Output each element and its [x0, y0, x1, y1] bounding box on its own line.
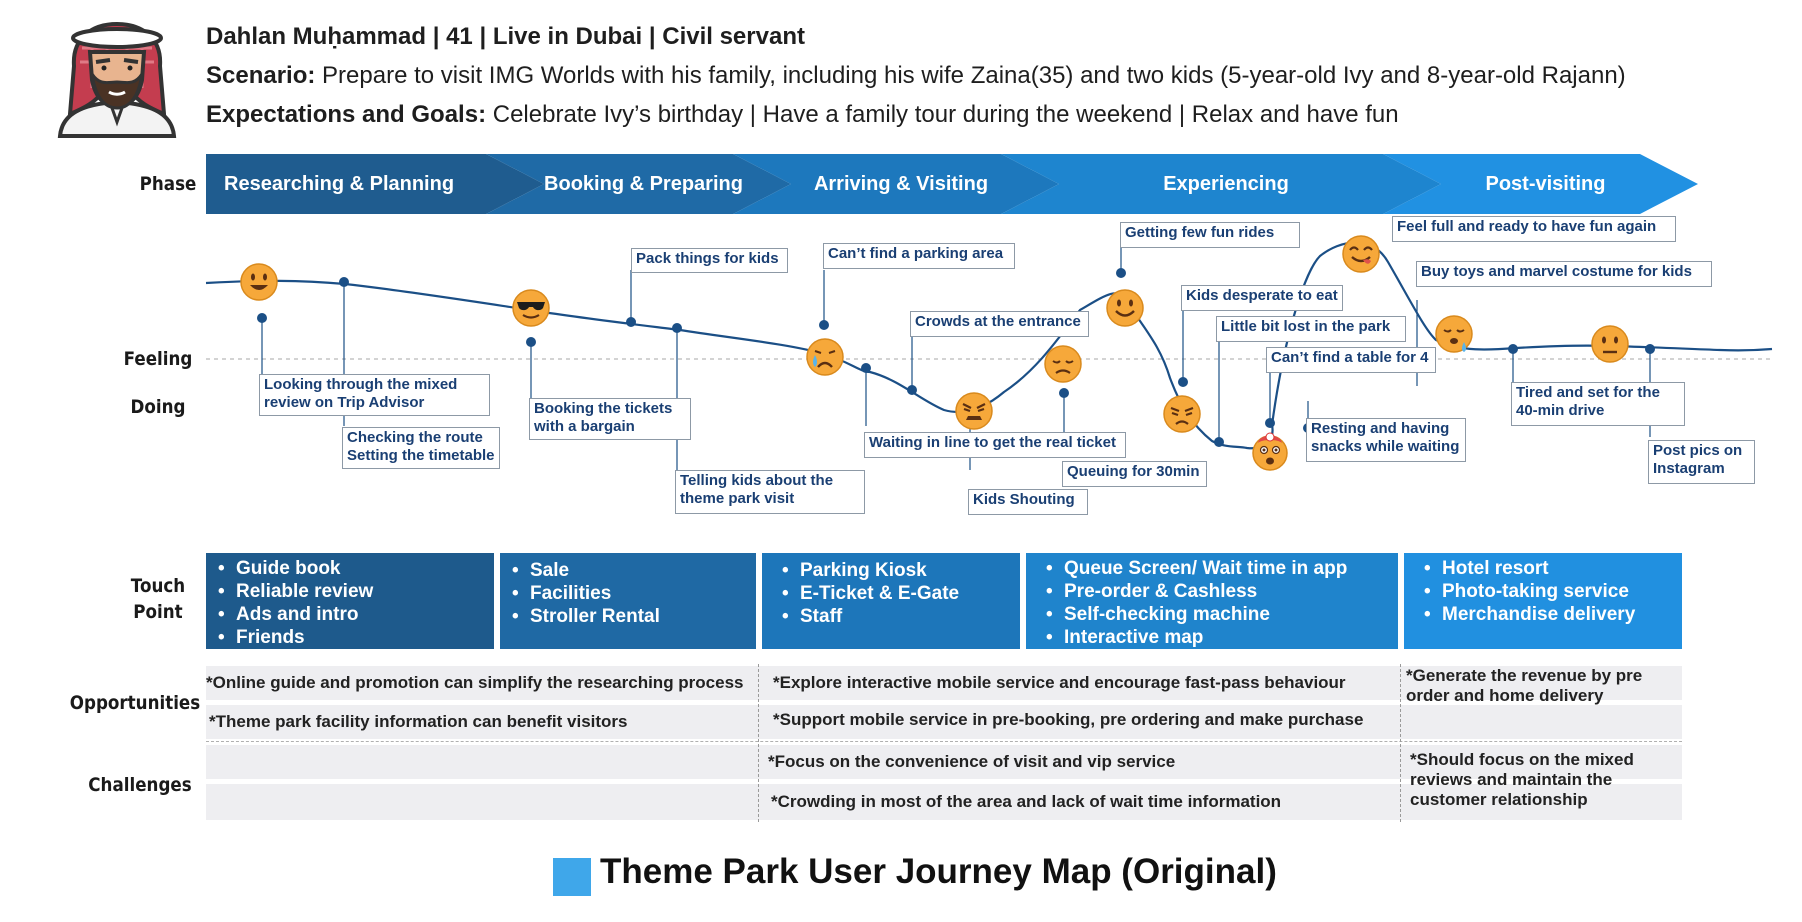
- touch-point-item: Pre-order & Cashless: [1046, 580, 1388, 603]
- opportunities-row-label: Opportunities: [69, 692, 201, 714]
- feeling-row-label: Feeling: [123, 348, 193, 370]
- frustrated-face-icon: [1163, 395, 1201, 433]
- callout-checking-route: Checking the route Setting the timetable: [342, 427, 500, 469]
- touch-point-item: Ads and intro: [218, 603, 484, 626]
- yummy-face-icon: [1342, 235, 1380, 273]
- touch-point-item: Parking Kiosk: [782, 559, 1010, 582]
- crying-face-icon: [806, 338, 844, 376]
- challenge-text: *Crowding in most of the area and lack o…: [771, 792, 1282, 811]
- sleepy-face-icon: [1435, 315, 1473, 353]
- section-divider: [206, 741, 1682, 742]
- sad-face-icon: [1044, 345, 1082, 383]
- legend-swatch: [553, 858, 591, 896]
- persona-avatar-icon: [57, 21, 177, 138]
- goals-text: Celebrate Ivy’s birthday | Have a family…: [486, 101, 1399, 128]
- neutral-face-icon: [1591, 325, 1629, 363]
- callout-waiting-line: Waiting in line to get the real ticket: [864, 432, 1126, 458]
- callout-queuing: Queuing for 30min: [1062, 461, 1207, 487]
- column-divider: [758, 664, 759, 822]
- column-divider: [1400, 664, 1401, 822]
- callout-resting-snacks: Resting and having snacks while waiting: [1306, 418, 1466, 462]
- callout-mixed-review: Looking through the mixed review on Trip…: [259, 374, 490, 416]
- callout-parking-area: Can’t find a parking area: [823, 243, 1015, 269]
- challenge-text: *Should focus on the mixed reviews and m…: [1410, 750, 1634, 809]
- phase-row-label: Phase: [139, 173, 197, 195]
- callout-telling-kids: Telling kids about the theme park visit: [675, 470, 865, 514]
- challenge-band-1: [206, 745, 1682, 779]
- touch-point-item: Merchandise delivery: [1424, 603, 1672, 626]
- happy-face-icon: [240, 263, 278, 301]
- touch-point-item: Queue Screen/ Wait time in app: [1046, 557, 1388, 580]
- opportunity-text: *Theme park facility information can ben…: [209, 712, 628, 731]
- touch-point-row-label-2: Point: [133, 601, 183, 623]
- challenge-text: *Focus on the convenience of visit and v…: [768, 752, 1176, 771]
- angry-face-icon: [955, 392, 993, 430]
- phase-experiencing: Experiencing: [1001, 154, 1441, 214]
- touch-point-arriving: Parking KioskE-Ticket & E-GateStaff: [762, 553, 1020, 649]
- opportunity-text: *Online guide and promotion can simplify…: [206, 673, 744, 692]
- emotion-curve: [205, 241, 1773, 450]
- touch-point-row-label-1: Touch: [130, 575, 186, 597]
- touch-point-item: E-Ticket & E-Gate: [782, 582, 1010, 605]
- shocked-face-icon: [1252, 432, 1288, 471]
- persona-name: Dahlan Muḥammad | 41 | Live in Dubai | C…: [206, 23, 805, 50]
- touch-point-item: Staff: [782, 605, 1010, 628]
- scenario-text: Prepare to visit IMG Worlds with his fam…: [315, 62, 1626, 89]
- callout-buy-toys: Buy toys and marvel costume for kids: [1416, 261, 1712, 287]
- opportunity-band-1: [206, 666, 1682, 700]
- callout-lost-in-park: Little bit lost in the park: [1216, 316, 1406, 342]
- callout-table-for-four: Can’t find a table for 4: [1266, 347, 1436, 373]
- challenge-band-2: [206, 784, 1682, 820]
- touch-point-item: Reliable review: [218, 580, 484, 603]
- callout-crowds-entrance: Crowds at the entrance: [910, 311, 1089, 337]
- touch-point-item: Hotel resort: [1424, 557, 1672, 580]
- goals-label: Expectations and Goals:: [206, 101, 487, 128]
- callout-feel-full: Feel full and ready to have fun again: [1392, 216, 1676, 242]
- callout-fun-rides: Getting few fun rides: [1120, 222, 1300, 248]
- opportunity-text: *Support mobile service in pre-booking, …: [773, 710, 1364, 729]
- persona-scenario: Scenario: Prepare to visit IMG Worlds wi…: [206, 61, 1626, 91]
- touch-point-item: Facilities: [512, 582, 746, 605]
- phase-post-visiting: Post-visiting: [1383, 154, 1698, 214]
- doing-row-label: Doing: [130, 396, 186, 418]
- smiling-face-icon: [1106, 289, 1144, 327]
- opportunity-text: *Explore interactive mobile service and …: [773, 673, 1346, 692]
- touch-point-item: Interactive map: [1046, 626, 1388, 649]
- touch-point-item: Photo-taking service: [1424, 580, 1672, 603]
- callout-pack-things: Pack things for kids: [631, 248, 788, 273]
- opportunity-text: *Generate the revenue by pre order and h…: [1406, 666, 1643, 705]
- scenario-label: Scenario:: [206, 62, 316, 89]
- touch-point-item: Self-checking machine: [1046, 603, 1388, 626]
- callout-kids-desperate: Kids desperate to eat: [1181, 285, 1343, 311]
- touch-point-item: Guide book: [218, 557, 484, 580]
- touch-point-item: Sale: [512, 559, 746, 582]
- touch-point-researching: Guide bookReliable reviewAds and introFr…: [206, 553, 494, 649]
- callout-post-pics: Post pics on Instagram: [1648, 440, 1755, 484]
- touch-point-experiencing: Queue Screen/ Wait time in appPre-order …: [1026, 553, 1398, 649]
- phase-researching-planning: Researching & Planning: [206, 154, 544, 214]
- callout-booking-tickets: Booking the tickets with a bargain: [529, 398, 691, 440]
- callout-kids-shouting: Kids Shouting: [968, 489, 1088, 515]
- persona-goals: Expectations and Goals: Celebrate Ivy’s …: [206, 100, 1399, 130]
- touch-point-post-visiting: Hotel resortPhoto-taking serviceMerchand…: [1404, 553, 1682, 649]
- cool-sunglasses-face-icon: [512, 289, 550, 327]
- challenges-row-label: Challenges: [88, 774, 192, 796]
- callout-tired-drive: Tired and set for the 40-min drive: [1511, 382, 1685, 426]
- diagram-title: Theme Park User Journey Map (Original): [600, 852, 1277, 891]
- touch-point-booking: SaleFacilitiesStroller Rental: [500, 553, 756, 649]
- touch-point-item: Stroller Rental: [512, 605, 746, 628]
- touch-point-item: Friends: [218, 626, 484, 649]
- opportunity-band-2: [206, 705, 1682, 739]
